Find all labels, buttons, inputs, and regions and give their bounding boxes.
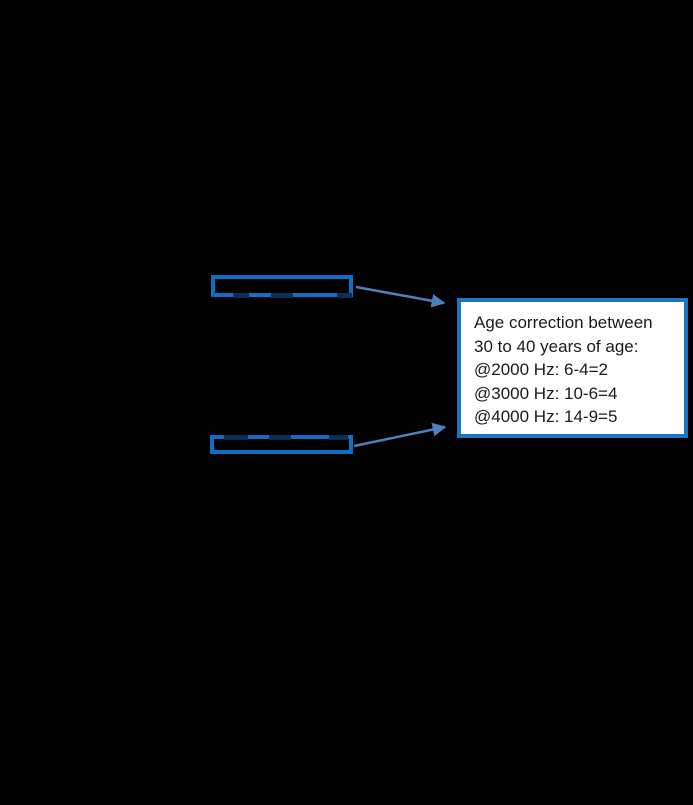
text-remnant [337, 293, 352, 298]
callout-line: @2000 Hz: 6-4=2 [474, 360, 608, 380]
arrow-top-to-callout [355, 285, 446, 308]
text-remnant [233, 293, 249, 298]
callout-line: @3000 Hz: 10-6=4 [474, 383, 618, 403]
text-remnant [269, 435, 291, 440]
arrow-bottom-to-callout [353, 422, 447, 448]
callout-line: @4000 Hz: 14-9=5 [474, 407, 618, 427]
callout-line: Age correction between [474, 313, 653, 332]
text-remnant [271, 293, 293, 298]
text-remnant [224, 435, 248, 440]
text-remnant [329, 435, 348, 440]
callout-box: Age correction between 30 to 40 years of… [457, 298, 688, 438]
callout-line: 30 to 40 years of age: [474, 336, 639, 356]
